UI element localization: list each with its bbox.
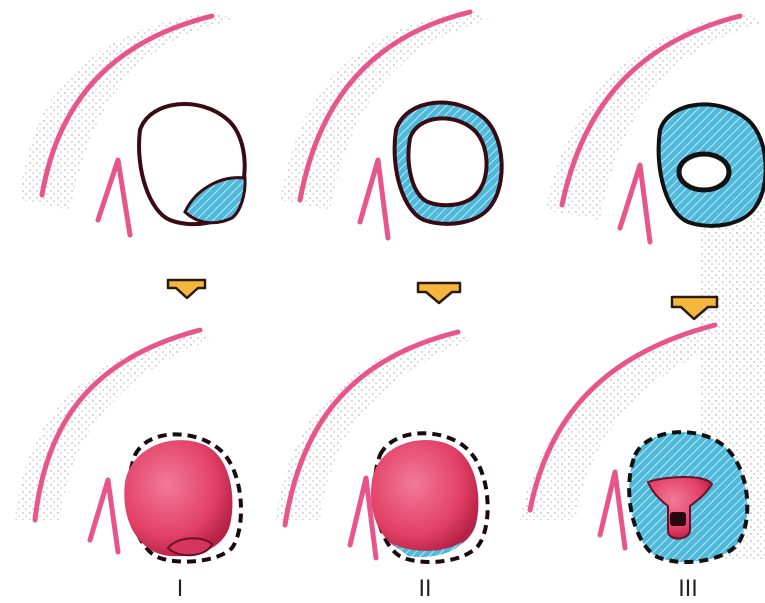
down-arrow-icon (418, 283, 460, 303)
nipple-line (360, 160, 388, 238)
nipple-line (90, 480, 118, 552)
nipple-line (98, 160, 130, 235)
residual-tumor (371, 440, 478, 554)
tumor-near-complete-response (659, 104, 765, 225)
panel-label-2: II (419, 577, 432, 602)
tumor-rim-response (395, 103, 502, 224)
nipple-line (600, 472, 625, 548)
panel-label-3: III (678, 577, 697, 602)
panel-label-1: I (177, 577, 184, 602)
down-arrow-icon (168, 280, 205, 298)
nipple-line (620, 165, 650, 242)
tumor-partial-response (139, 104, 245, 224)
residual-tumor (124, 440, 232, 556)
